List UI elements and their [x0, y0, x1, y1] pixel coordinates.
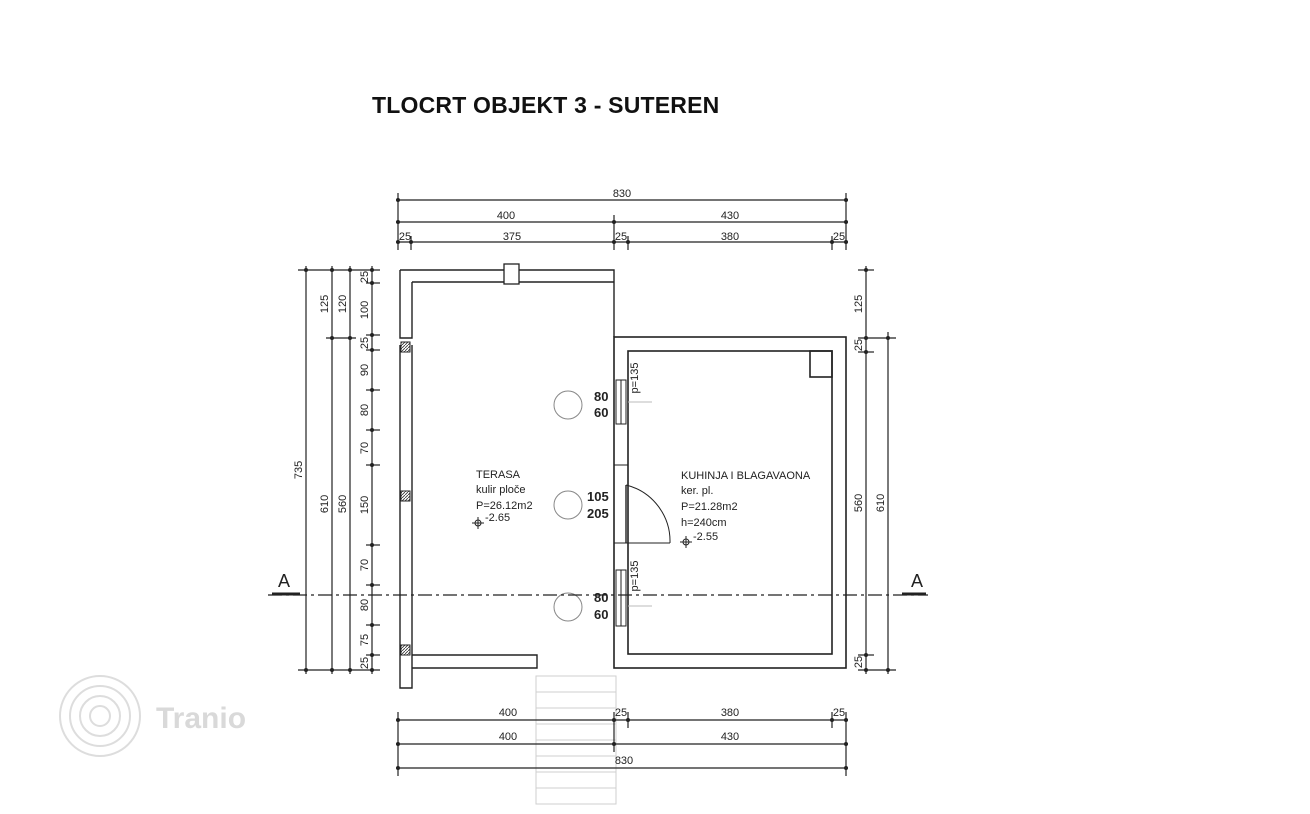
column-1	[400, 341, 411, 353]
window-2-height: 60	[594, 607, 608, 622]
terasa-floor: kulir ploče	[476, 484, 526, 496]
dim-left-25c: 25	[359, 657, 371, 669]
tranio-logo-icon	[59, 675, 141, 757]
dim-left-610: 610	[319, 495, 331, 513]
dim-left-70b: 70	[359, 559, 371, 571]
dim-right-25b: 25	[853, 656, 865, 668]
dim-bottom-430: 430	[721, 731, 739, 743]
dim-left-150: 150	[359, 496, 371, 514]
section-mark-right: A	[911, 571, 923, 591]
door-height: 205	[587, 506, 609, 521]
terasa-area: P=26.12m2	[476, 500, 533, 512]
dim-left-735: 735	[293, 461, 305, 479]
dim-top-400: 400	[497, 210, 515, 222]
dim-bottom-total: 830	[615, 755, 633, 767]
window-2-sill: p=135	[629, 561, 641, 592]
kuhinja-area: P=21.28m2	[681, 501, 738, 513]
dim-left-80b: 80	[359, 599, 371, 611]
door-gap	[615, 465, 627, 543]
door-circle	[553, 490, 583, 520]
kuhinja-floor: ker. pl.	[681, 485, 713, 497]
watermark-text: Tranio	[156, 702, 246, 735]
door-width: 105	[587, 489, 609, 504]
terasa-level-icon	[472, 517, 484, 529]
dim-left-25a: 25	[359, 271, 371, 283]
window-1-width: 80	[594, 389, 608, 404]
dim-top-430: 430	[721, 210, 739, 222]
dim-left-70a: 70	[359, 442, 371, 454]
dim-top-25c: 25	[833, 231, 845, 243]
dim-left-75: 75	[359, 634, 371, 646]
window-1-sill: p=135	[629, 363, 641, 394]
dim-left-120: 120	[337, 295, 349, 313]
window-2-width: 80	[594, 590, 608, 605]
section-mark-left: A	[278, 571, 290, 591]
dim-left-560: 560	[337, 495, 349, 513]
kuhinja-level: -2.55	[693, 531, 718, 543]
window-2-circle	[553, 592, 583, 622]
dim-left-125: 125	[319, 295, 331, 313]
dim-bottom-400a: 400	[499, 707, 517, 719]
chimney	[503, 263, 520, 285]
door-swing	[625, 484, 671, 544]
dim-right-125: 125	[853, 295, 865, 313]
dim-bottom-400b: 400	[499, 731, 517, 743]
dim-top-total: 830	[613, 188, 631, 200]
stairs	[535, 675, 617, 805]
kuhinja-height: h=240cm	[681, 517, 727, 529]
dim-left-100: 100	[359, 301, 371, 319]
dim-bottom-380: 380	[721, 707, 739, 719]
dim-bottom-25a: 25	[615, 707, 627, 719]
dim-top-375: 375	[503, 231, 521, 243]
terasa-name: TERASA	[476, 469, 521, 481]
plan-title: TLOCRT OBJEKT 3 - SUTEREN	[372, 92, 720, 118]
window-1-circle	[553, 390, 583, 420]
dim-right-25a: 25	[853, 339, 865, 351]
dim-top-380: 380	[721, 231, 739, 243]
window-1-height: 60	[594, 405, 608, 420]
dim-right-560: 560	[853, 494, 865, 512]
kuhinja-name: KUHINJA I BLAGAVAONA	[681, 470, 811, 482]
column-2	[400, 490, 411, 502]
kuhinja-level-icon	[680, 536, 692, 548]
dim-bottom-25b: 25	[833, 707, 845, 719]
kitchen-walls	[613, 336, 847, 669]
dim-left-90: 90	[359, 364, 371, 376]
dim-top-25a: 25	[399, 231, 411, 243]
column-3	[400, 644, 411, 656]
dim-top-25b: 25	[615, 231, 627, 243]
dim-left-80a: 80	[359, 404, 371, 416]
dim-left-25b: 25	[359, 337, 371, 349]
dim-right-610: 610	[875, 494, 887, 512]
terasa-level: -2.65	[485, 512, 510, 524]
